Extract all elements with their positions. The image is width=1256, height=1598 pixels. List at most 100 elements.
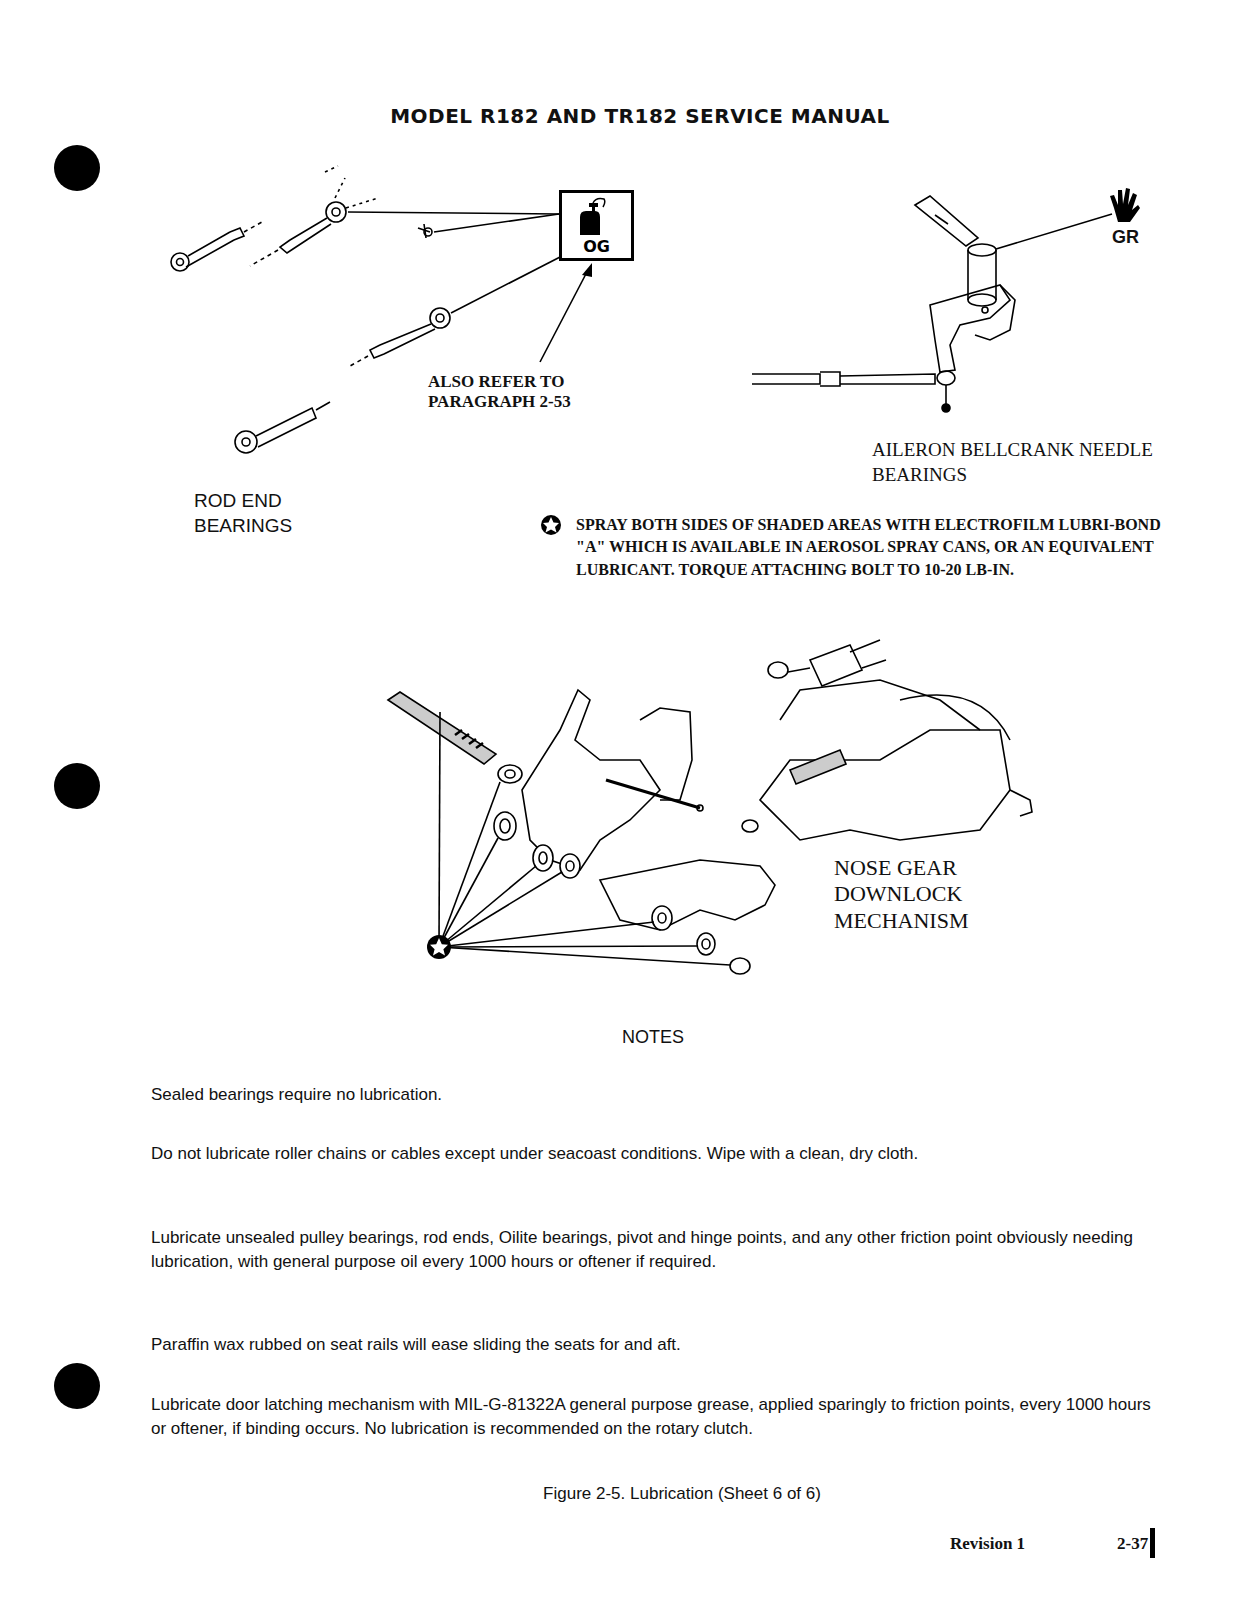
nose-gear-drawing <box>768 662 788 678</box>
nose-gear-drawing <box>900 695 1010 740</box>
rod-end-drawing <box>171 166 450 453</box>
nose-gear-drawing <box>697 805 703 811</box>
nose-gear-drawing <box>505 770 515 778</box>
rod-end-drawing <box>326 202 346 222</box>
figure-caption: Figure 2-5. Lubrication (Sheet 6 of 6) <box>543 1484 821 1504</box>
nose-gear-drawing <box>640 708 692 800</box>
reference-note: ALSO REFER TO PARAGRAPH 2-53 <box>428 372 628 413</box>
bellcrank-drawing <box>752 372 935 386</box>
rod-end-drawing <box>244 222 262 232</box>
nose-gear-drawing <box>788 668 810 672</box>
nose-gear-drawing <box>1010 790 1032 816</box>
lubricant-code: OG <box>562 237 631 256</box>
nose-gear-drawing <box>494 812 516 840</box>
nose-gear-drawing <box>652 906 672 930</box>
revision-number: Revision 1 <box>950 1534 1025 1554</box>
punch-holes <box>54 145 100 1409</box>
nose-gear-drawing <box>697 933 715 955</box>
rod-end-drawing <box>424 228 432 236</box>
nose-gear-drawing <box>388 692 496 764</box>
bellcrank-drawing <box>942 404 950 412</box>
rod-end-drawing <box>186 228 244 267</box>
bellcrank-drawing <box>935 215 948 224</box>
hand-symbol <box>1110 188 1140 222</box>
bellcrank-drawing <box>975 285 1015 340</box>
nose-gear-drawing <box>560 854 580 878</box>
part-name: NOSE GEAR DOWNLOCK MECHANISM <box>834 855 1034 934</box>
arrowhead <box>582 263 592 277</box>
rod-end-drawing <box>250 250 278 266</box>
leader-lines <box>451 256 562 313</box>
oil-can-spout <box>593 199 605 208</box>
star-leaders <box>439 946 698 947</box>
nose-gear-drawing <box>790 750 846 784</box>
nose-gear-drawing <box>539 852 547 864</box>
note-text: Sealed bearings require no lubrication. <box>151 1083 1161 1107</box>
star-symbol <box>427 935 451 959</box>
rod-end-drawing <box>430 308 450 328</box>
star-symbol <box>541 515 561 535</box>
part-name: ROD END BEARINGS <box>194 489 354 538</box>
note-text: Do not lubricate roller chains or cables… <box>151 1142 1161 1166</box>
nose-gear-drawing <box>780 680 980 730</box>
part-name: AILERON BELLCRANK NEEDLE BEARINGS <box>872 438 1172 487</box>
leader-lines <box>540 270 588 362</box>
grease-leader <box>996 214 1112 249</box>
punch-holes <box>54 1363 100 1409</box>
rod-end-drawing <box>235 431 257 453</box>
rod-end-drawing <box>171 253 189 271</box>
bellcrank-drawing <box>982 307 988 313</box>
note-text: Paraffin wax rubbed on seat rails will e… <box>151 1333 1161 1357</box>
punch-holes <box>54 763 100 809</box>
arrowhead <box>582 263 592 277</box>
bellcrank-drawing <box>968 244 996 256</box>
nose-gear-drawing <box>658 913 666 923</box>
nose-gear-drawing <box>606 780 700 808</box>
bellcrank-drawing <box>752 196 1015 412</box>
bellcrank-drawing <box>968 294 996 306</box>
star-leaders <box>439 947 730 965</box>
leader-lines <box>434 214 559 232</box>
rod-end-drawing <box>242 438 250 446</box>
bellcrank-drawing <box>945 385 947 405</box>
rod-end-drawing <box>256 402 330 447</box>
star-leaders <box>439 712 730 965</box>
nose-gear-drawing <box>850 640 886 668</box>
hand-symbol <box>1110 188 1140 222</box>
note-text: Lubricate door latching mechanism with M… <box>151 1393 1161 1441</box>
instruction-note: SPRAY BOTH SIDES OF SHADED AREAS WITH EL… <box>576 514 1168 581</box>
nose-gear-drawing <box>742 820 758 832</box>
nose-gear-drawing <box>455 730 483 748</box>
punch-holes <box>54 145 100 191</box>
page-bar <box>1150 1528 1155 1558</box>
star-leaders <box>439 872 562 947</box>
nose-gear-drawing <box>522 690 660 870</box>
star-leaders <box>439 866 536 947</box>
leader-lines <box>348 212 588 362</box>
rod-end-drawing <box>325 166 378 208</box>
nose-gear-drawing <box>702 939 710 949</box>
rod-end-drawing <box>350 356 368 366</box>
oil-can-body <box>580 203 600 235</box>
star-leaders <box>439 712 440 947</box>
nose-gear-drawing <box>500 819 510 833</box>
page-title: MODEL R182 AND TR182 SERVICE MANUAL <box>390 104 890 128</box>
note-text: Lubricate unsealed pulley bearings, rod … <box>151 1226 1161 1274</box>
nose-gear-drawing <box>566 861 574 871</box>
rod-end-drawing <box>436 314 444 322</box>
grease-leader <box>996 214 1112 249</box>
rod-end-drawing <box>280 218 331 253</box>
notes-heading: NOTES <box>622 1027 684 1048</box>
star-symbol <box>541 515 561 535</box>
bellcrank-drawing <box>930 285 1010 372</box>
oil-can-icon <box>570 197 610 237</box>
bellcrank-drawing <box>937 371 955 385</box>
star-symbol <box>430 938 448 955</box>
lubricant-code: GR <box>1112 227 1139 248</box>
star-symbol <box>543 517 559 533</box>
rod-end-drawing <box>177 259 184 266</box>
page-bar <box>1150 1528 1155 1558</box>
rod-end-drawing <box>332 208 340 216</box>
nose-gear-drawing <box>730 958 750 974</box>
